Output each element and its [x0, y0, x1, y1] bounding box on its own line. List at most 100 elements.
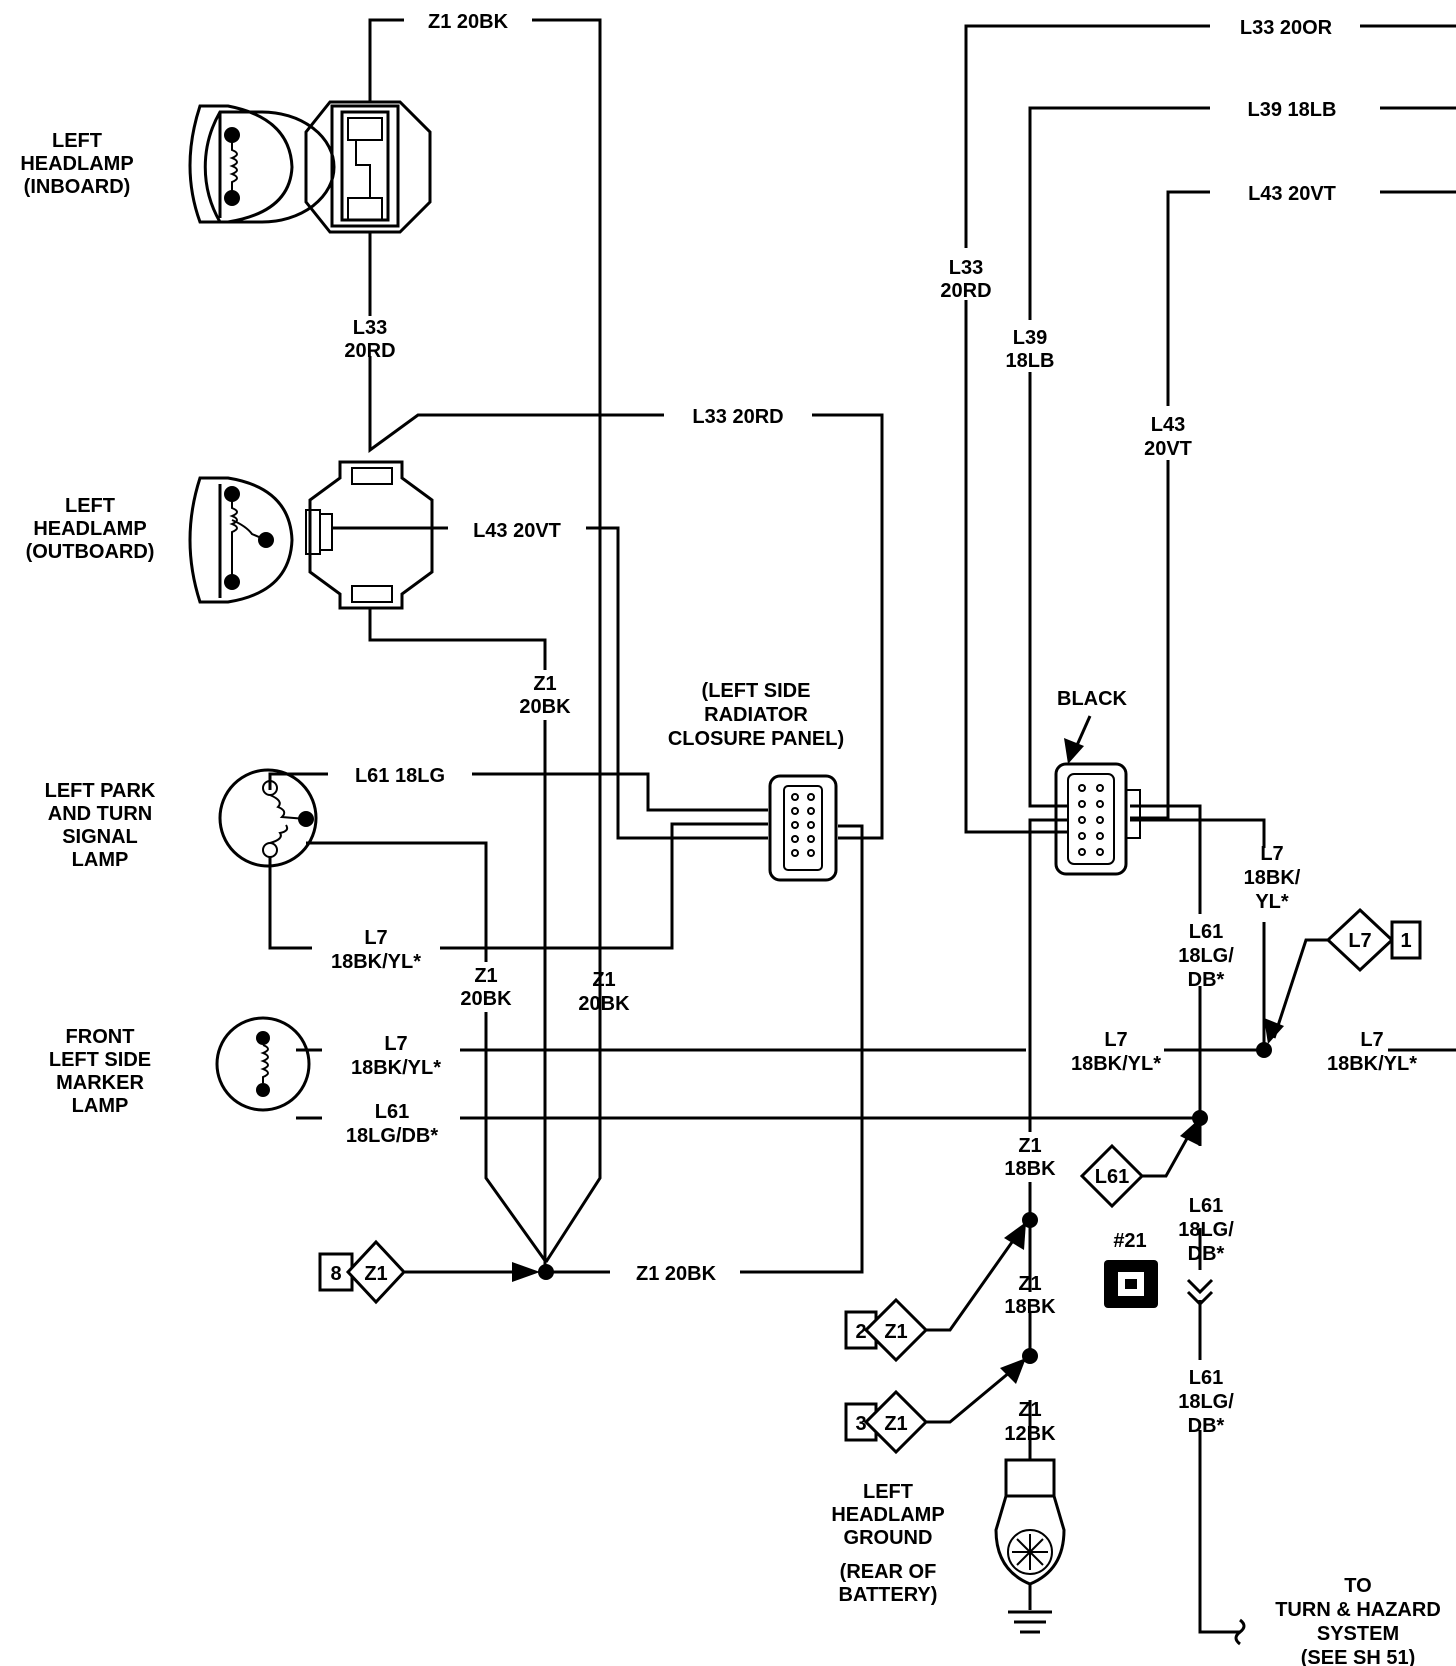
headlamp-outboard-line3: (OUTBOARD)	[26, 541, 155, 563]
closure-panel-line2: RADIATOR	[704, 704, 808, 726]
wire-labels: Z1 20BK L33 20RD L33 20RD L43 20VT Z1 20…	[331, 11, 1417, 1445]
z1-splice-ref-3: 3 Z1	[844, 1389, 929, 1455]
wire-l7-mid-1: L7	[1104, 1029, 1127, 1051]
wire-z1-18bk-2b: 18BK	[1004, 1296, 1056, 1318]
headlamp-inboard-line3: (INBOARD)	[24, 176, 131, 198]
z1-sheet-8: 8	[330, 1263, 341, 1285]
wire-z1-18bk-1b: 18BK	[1004, 1158, 1056, 1180]
wire-l7-far-1: L7	[1360, 1029, 1383, 1051]
wire-l39-right-2: 18LB	[1006, 350, 1055, 372]
wire-l61-upper-2: 18LG/	[1178, 945, 1234, 967]
headlamp-inboard	[188, 104, 336, 224]
wire-l7-right-1: L7	[1260, 843, 1283, 865]
z1-splice-2: Z1	[884, 1321, 907, 1343]
wire-z1-18bk-2a: Z1	[1018, 1273, 1041, 1295]
park-turn-line3: SIGNAL	[62, 826, 138, 848]
headlamp-outboard-label: LEFT HEADLAMP (OUTBOARD)	[26, 495, 155, 563]
headlamp-inboard-line1: LEFT	[52, 130, 102, 152]
headlamp-outboard-connector	[305, 460, 434, 610]
park-turn-line4: LAMP	[72, 849, 129, 871]
park-turn-line1: LEFT PARK	[45, 780, 156, 802]
headlamp-ground-line2: HEADLAMP	[831, 1504, 944, 1526]
l7-splice-ref-1: L7 1	[1325, 907, 1422, 973]
marker-lamp-label: FRONT LEFT SIDE MARKER LAMP	[49, 1026, 151, 1117]
wire-l43-20vt-right: L43 20VT	[1248, 183, 1336, 205]
l7-sheet-1: 1	[1400, 930, 1411, 952]
wire-l39-18lb: L39 18LB	[1248, 99, 1337, 121]
headlamp-inboard-connector	[304, 100, 432, 234]
headlamp-outboard-line1: LEFT	[65, 495, 115, 517]
wire-z1-outboard-1: Z1	[533, 673, 556, 695]
l7-splice-1: L7	[1348, 930, 1371, 952]
wire-l7-marker-2: 18BK/YL*	[351, 1057, 441, 1079]
wire-z1-outboard-2: 20BK	[519, 696, 571, 718]
turn-hazard-label: TO TURN & HAZARD SYSTEM (SEE SH 51)	[1275, 1575, 1441, 1666]
z1-splice-ref-8: 8 Z1	[318, 1239, 407, 1305]
marker-line3: MARKER	[56, 1072, 144, 1094]
wire-l7-mid-2: 18BK/YL*	[1071, 1053, 1161, 1075]
wire-l33-20or: L33 20OR	[1240, 17, 1333, 39]
z1-sheet-2: 2	[855, 1321, 866, 1343]
wire-z1-20bk-top: Z1 20BK	[428, 11, 509, 33]
wire-z1-12bk-a: Z1	[1018, 1399, 1041, 1421]
marker-line1: FRONT	[66, 1026, 135, 1048]
wire-z1-park-2: 20BK	[460, 988, 512, 1010]
wire-l43-20vt-left: L43 20VT	[473, 520, 561, 542]
wire-l61-lower-3: DB*	[1188, 1243, 1225, 1265]
wire-z1-12bk-b: 12BK	[1004, 1423, 1056, 1445]
headlamp-ground-line3: GROUND	[844, 1527, 933, 1549]
marker-lamp	[215, 1016, 311, 1112]
marker-line4: LAMP	[72, 1095, 129, 1117]
right-wires	[924, 24, 1456, 1646]
wire-l33-inboard-2: 20RD	[344, 340, 395, 362]
left-wires	[268, 18, 1456, 1282]
z1-splice-ref-2: 2 Z1	[844, 1297, 929, 1363]
l61-splice-label: L61	[1095, 1166, 1129, 1188]
closure-panel-label: (LEFT SIDE RADIATOR CLOSURE PANEL)	[668, 680, 844, 750]
marker-line2: LEFT SIDE	[49, 1049, 151, 1071]
wire-l61-marker-1: L61	[375, 1101, 409, 1123]
headlamp-outboard	[188, 476, 294, 604]
wire-l61-marker-2: 18LG/DB*	[346, 1125, 438, 1147]
wire-z1-park-1: Z1	[474, 965, 497, 987]
wire-z1-20bk-bottom: Z1 20BK	[636, 1263, 717, 1285]
headlamp-inboard-line2: HEADLAMP	[20, 153, 133, 175]
wire-l61-lower-2: 18LG/	[1178, 1219, 1234, 1241]
wire-l43-right-1: L43	[1151, 414, 1185, 436]
z1-splice-3: Z1	[884, 1413, 907, 1435]
wire-l7-far-2: 18BK/YL*	[1327, 1053, 1417, 1075]
headlamp-ground-label: LEFT HEADLAMP GROUND (REAR OF BATTERY)	[831, 1481, 944, 1606]
closure-panel-line1: (LEFT SIDE	[702, 680, 811, 702]
park-turn-lamp	[218, 768, 318, 868]
park-turn-line2: AND TURN	[48, 803, 152, 825]
turn-hazard-line2: TURN & HAZARD	[1275, 1599, 1441, 1621]
black-connector	[1054, 762, 1141, 876]
closure-panel-line3: CLOSURE PANEL)	[668, 728, 844, 750]
turn-hazard-line1: TO	[1344, 1575, 1371, 1597]
wire-l43-right-2: 20VT	[1144, 438, 1192, 460]
wire-l33-right-1: L33	[949, 257, 983, 279]
wire-l33-20rd-horiz: L33 20RD	[692, 406, 783, 428]
z1-splice-8: Z1	[364, 1263, 387, 1285]
headlamp-inboard-label: LEFT HEADLAMP (INBOARD)	[20, 130, 133, 198]
ground-location-line1: (REAR OF	[840, 1561, 937, 1583]
headlamp-ground	[994, 1458, 1066, 1634]
z1-sheet-3: 3	[855, 1413, 866, 1435]
wire-l61-lower-1: L61	[1189, 1195, 1223, 1217]
wire-l61-18lg: L61 18LG	[355, 765, 445, 787]
wire-l39-right-1: L39	[1013, 327, 1047, 349]
wire-l61-upper-3: DB*	[1188, 969, 1225, 991]
wire-l61-bottom-3: DB*	[1188, 1415, 1225, 1437]
wire-l61-upper-1: L61	[1189, 921, 1223, 943]
wire-l7-marker-1: L7	[384, 1033, 407, 1055]
headlamp-outboard-line2: HEADLAMP	[33, 518, 146, 540]
ground-location-line2: BATTERY)	[839, 1584, 938, 1606]
turn-hazard-line3: SYSTEM	[1317, 1623, 1399, 1645]
l61-splice: L61	[1079, 1143, 1145, 1209]
wire-l7-park-1: L7	[364, 927, 387, 949]
wire-z1-18bk-1a: Z1	[1018, 1135, 1041, 1157]
ground-ref-21: #21	[1104, 1230, 1158, 1308]
wire-l33-right-2: 20RD	[940, 280, 991, 302]
wire-z1-top-1: Z1	[592, 969, 615, 991]
